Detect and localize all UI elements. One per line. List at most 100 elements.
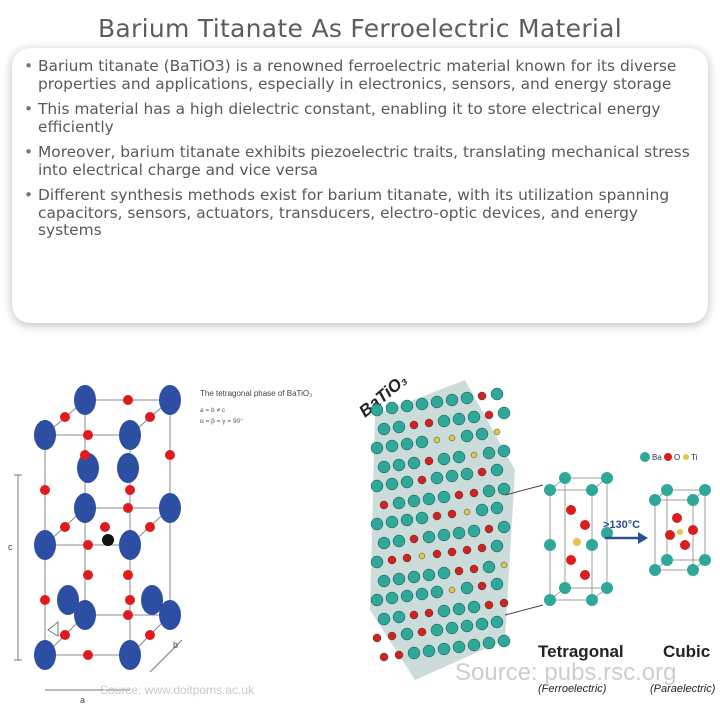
lattice-atom bbox=[415, 587, 429, 601]
lattice-atom bbox=[497, 482, 511, 496]
lattice-atom bbox=[400, 475, 414, 489]
legend-ti: Ti bbox=[691, 453, 698, 462]
lattice-atom bbox=[493, 428, 501, 436]
cell-atom bbox=[687, 564, 699, 576]
lattice-atom bbox=[477, 467, 487, 477]
lattice-atom bbox=[400, 589, 414, 603]
zoom-lines bbox=[504, 484, 544, 616]
bullet-text: Moreover, barium titanate exhibits piezo… bbox=[38, 143, 690, 179]
o-atom bbox=[60, 412, 70, 422]
lattice-atom bbox=[490, 539, 504, 553]
ba-atom bbox=[34, 530, 56, 560]
lattice-atom bbox=[475, 617, 489, 631]
lattice-atom bbox=[424, 418, 434, 428]
o-atom bbox=[123, 395, 133, 405]
lattice-atom bbox=[437, 414, 451, 428]
lattice-atom bbox=[467, 524, 481, 538]
cubic-cell bbox=[649, 484, 711, 576]
cell-atom bbox=[677, 529, 683, 535]
lattice-eq-2: α = β = γ = 90° bbox=[200, 417, 243, 425]
lattice-atom bbox=[500, 561, 508, 569]
legend-o-icon bbox=[664, 453, 672, 461]
bullet-item: •Different synthesis methods exist for b… bbox=[24, 186, 696, 240]
lattice-atom bbox=[424, 456, 434, 466]
bullet-dot: • bbox=[24, 100, 34, 118]
lattice-atom bbox=[437, 642, 451, 656]
lattice-atom bbox=[437, 566, 451, 580]
tetragonal-label: Tetragonal bbox=[538, 642, 624, 661]
cell-atom bbox=[649, 564, 661, 576]
lattice-atom bbox=[370, 403, 384, 417]
ba-atom bbox=[119, 640, 141, 670]
lattice-atom bbox=[437, 528, 451, 542]
ti-atom bbox=[102, 534, 114, 546]
o-atom bbox=[145, 630, 155, 640]
lattice-atom bbox=[477, 543, 487, 553]
lattice-atom bbox=[490, 615, 504, 629]
lattice-atom bbox=[422, 492, 436, 506]
lattice-atom bbox=[470, 451, 478, 459]
lattice-atom bbox=[370, 441, 384, 455]
ba-atom bbox=[159, 493, 181, 523]
bullet-dot: • bbox=[24, 143, 34, 161]
lattice-atom bbox=[448, 434, 456, 442]
cell-atom bbox=[586, 484, 598, 496]
ba-atom bbox=[159, 385, 181, 415]
lattice-atom bbox=[400, 399, 414, 413]
lattice-atom bbox=[484, 410, 494, 420]
ba-atom bbox=[34, 640, 56, 670]
lattice-atom bbox=[448, 586, 456, 594]
lattice-atom bbox=[497, 444, 511, 458]
lattice-atom bbox=[417, 475, 427, 485]
ba-atom bbox=[74, 600, 96, 630]
lattice-atom bbox=[445, 469, 459, 483]
cubic-sub: (Paraelectric) bbox=[650, 683, 716, 695]
o-atom bbox=[165, 450, 175, 460]
axis-lines bbox=[14, 474, 183, 691]
cell-atom bbox=[661, 554, 673, 566]
lattice-atom bbox=[430, 623, 444, 637]
lattice-atom bbox=[377, 422, 391, 436]
lattice-atom bbox=[454, 566, 464, 576]
lattice-atom bbox=[445, 393, 459, 407]
lattice-atom bbox=[467, 410, 481, 424]
ba-atom bbox=[74, 385, 96, 415]
source-watermark: Source: www.doitpoms.ac.uk bbox=[100, 683, 255, 697]
tetragonal-cell bbox=[544, 472, 613, 606]
lattice-atom bbox=[422, 568, 436, 582]
cell-atom bbox=[665, 530, 675, 540]
lattice-atom bbox=[409, 610, 419, 620]
lattice-atom bbox=[370, 479, 384, 493]
lattice-atom bbox=[463, 508, 471, 516]
lattice-atom bbox=[417, 627, 427, 637]
lattice-atom bbox=[385, 401, 399, 415]
o-atom bbox=[83, 540, 93, 550]
ba-atom bbox=[34, 420, 56, 450]
legend-ba: Ba bbox=[652, 453, 662, 462]
cell-atom bbox=[688, 525, 698, 535]
lattice-atom bbox=[407, 456, 421, 470]
lattice-atom bbox=[370, 517, 384, 531]
lattice-atom bbox=[490, 501, 504, 515]
lattice-atom bbox=[407, 570, 421, 584]
lattice-atom bbox=[475, 503, 489, 517]
lattice-atom bbox=[433, 436, 441, 444]
ba-atoms bbox=[34, 385, 181, 670]
ba-atom bbox=[119, 530, 141, 560]
lattice-atom bbox=[447, 509, 457, 519]
lattice-atom bbox=[460, 581, 474, 595]
bullet-text: Different synthesis methods exist for ba… bbox=[38, 186, 670, 239]
ba-atom bbox=[117, 453, 139, 483]
cell-atom bbox=[680, 540, 690, 550]
cell-atom bbox=[699, 554, 711, 566]
axis-label-c: c bbox=[8, 542, 13, 552]
lattice-atom bbox=[467, 600, 481, 614]
lattice-atom bbox=[392, 420, 406, 434]
bullet-card bbox=[12, 48, 708, 323]
source-watermark: Source: pubs.rsc.org bbox=[455, 659, 676, 686]
lattice-atom bbox=[447, 547, 457, 557]
o-atom bbox=[123, 503, 133, 513]
o-atom bbox=[40, 485, 50, 495]
cell-atom bbox=[566, 505, 576, 515]
lattice-atom bbox=[422, 530, 436, 544]
